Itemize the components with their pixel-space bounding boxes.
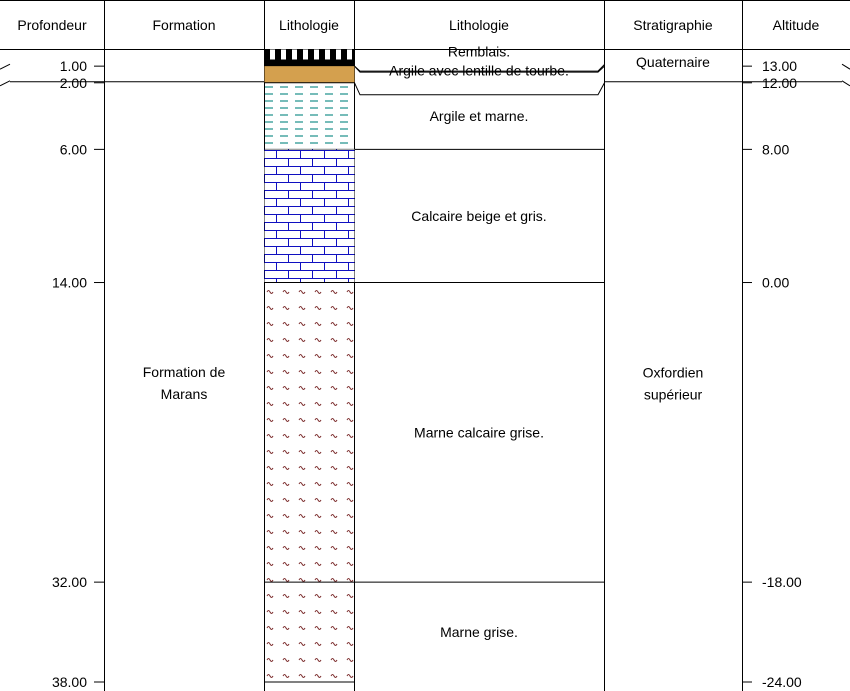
altitude-label-3: 0.00 — [762, 275, 789, 291]
lithology-descriptions: Remblais. Argile avec lentille de tourbe.… — [354, 43, 605, 640]
altitude-label-4: -18.00 — [762, 574, 802, 590]
altitude-label-1: 12.00 — [762, 75, 797, 91]
header-row: Profondeur Formation Lithologie Litholog… — [0, 0, 850, 50]
depth-label-2: 6.00 — [60, 141, 87, 157]
lithology-description-4: Marne calcaire grise. — [414, 424, 544, 440]
altitude-label-5: -24.00 — [762, 674, 802, 690]
altitude-break-mark-0 — [841, 63, 850, 70]
stratigraphy-label-1-0: Oxfordien — [643, 364, 704, 380]
column-lines — [104, 0, 743, 691]
depth-break-mark-0 — [0, 63, 11, 70]
depth-break-mark-1 — [0, 80, 11, 87]
layer-fill-4 — [264, 282, 355, 583]
altitude-break-mark-1 — [841, 80, 850, 87]
altitude-label-0: 13.00 — [762, 58, 797, 74]
layer-band-0 — [264, 59, 355, 67]
depth-altitude-ticks: 1.00 13.00 2.00 12.00 6.00 8.00 14.00 0.00 32.00… — [0, 58, 850, 690]
layer-fill-2 — [264, 82, 355, 150]
header-formation: Formation — [152, 17, 215, 33]
header-lithologie-description: Lithologie — [449, 17, 509, 33]
altitude-label-2: 8.00 — [762, 141, 789, 157]
lithology-description-5: Marne grise. — [440, 624, 518, 640]
stratigraphy-label-1-1: supérieur — [644, 386, 703, 402]
depth-label-1: 2.00 — [60, 75, 87, 91]
lithology-layers — [264, 49, 355, 683]
lithology-description-1: Argile avec lentille de tourbe. — [389, 62, 569, 78]
lithology-description-2: Argile et marne. — [430, 108, 529, 124]
depth-label-5: 38.00 — [52, 674, 87, 690]
depth-label-3: 14.00 — [52, 275, 87, 291]
header-profondeur: Profondeur — [17, 17, 87, 33]
lithology-description-3: Calcaire beige et gris. — [411, 208, 546, 224]
layer-pattern-0 — [264, 49, 355, 60]
formation-label-line2: Marans — [161, 386, 208, 402]
header-altitude: Altitude — [773, 17, 820, 33]
depth-label-4: 32.00 — [52, 574, 87, 590]
lithology-description-0: Remblais. — [448, 43, 510, 59]
depth-label-0: 1.00 — [60, 58, 87, 74]
stratigraphy-label-0-0: Quaternaire — [636, 54, 710, 70]
header-lithologie-graphic: Lithologie — [279, 17, 339, 33]
layer-fill-3 — [264, 149, 355, 283]
description-leader-2 — [354, 65, 605, 73]
layer-fill-5 — [264, 582, 355, 682]
layer-fill-1 — [264, 66, 355, 83]
description-leader-1 — [354, 82, 605, 96]
header-stratigraphie: Stratigraphie — [633, 17, 713, 33]
formation-label-line1: Formation de — [143, 364, 226, 380]
